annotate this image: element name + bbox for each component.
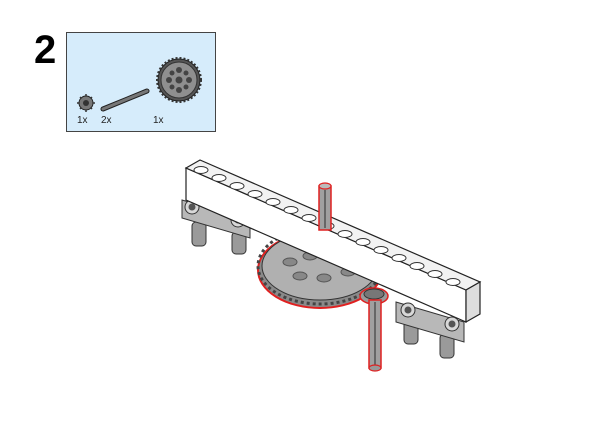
large-gear-icon	[156, 57, 202, 103]
step-number: 2	[34, 28, 57, 72]
qty-small-gear: 1x	[77, 115, 88, 126]
small-gear-icon	[77, 94, 95, 112]
right-connector	[395, 301, 465, 359]
qty-large-gear: 1x	[153, 115, 164, 126]
qty-axle: 2x	[101, 115, 112, 126]
vertical-axle-lower	[368, 299, 382, 372]
parts-callout: 1x 2x 1x	[66, 32, 216, 132]
axle-icon	[100, 88, 150, 112]
vertical-axle-upper	[318, 182, 332, 231]
